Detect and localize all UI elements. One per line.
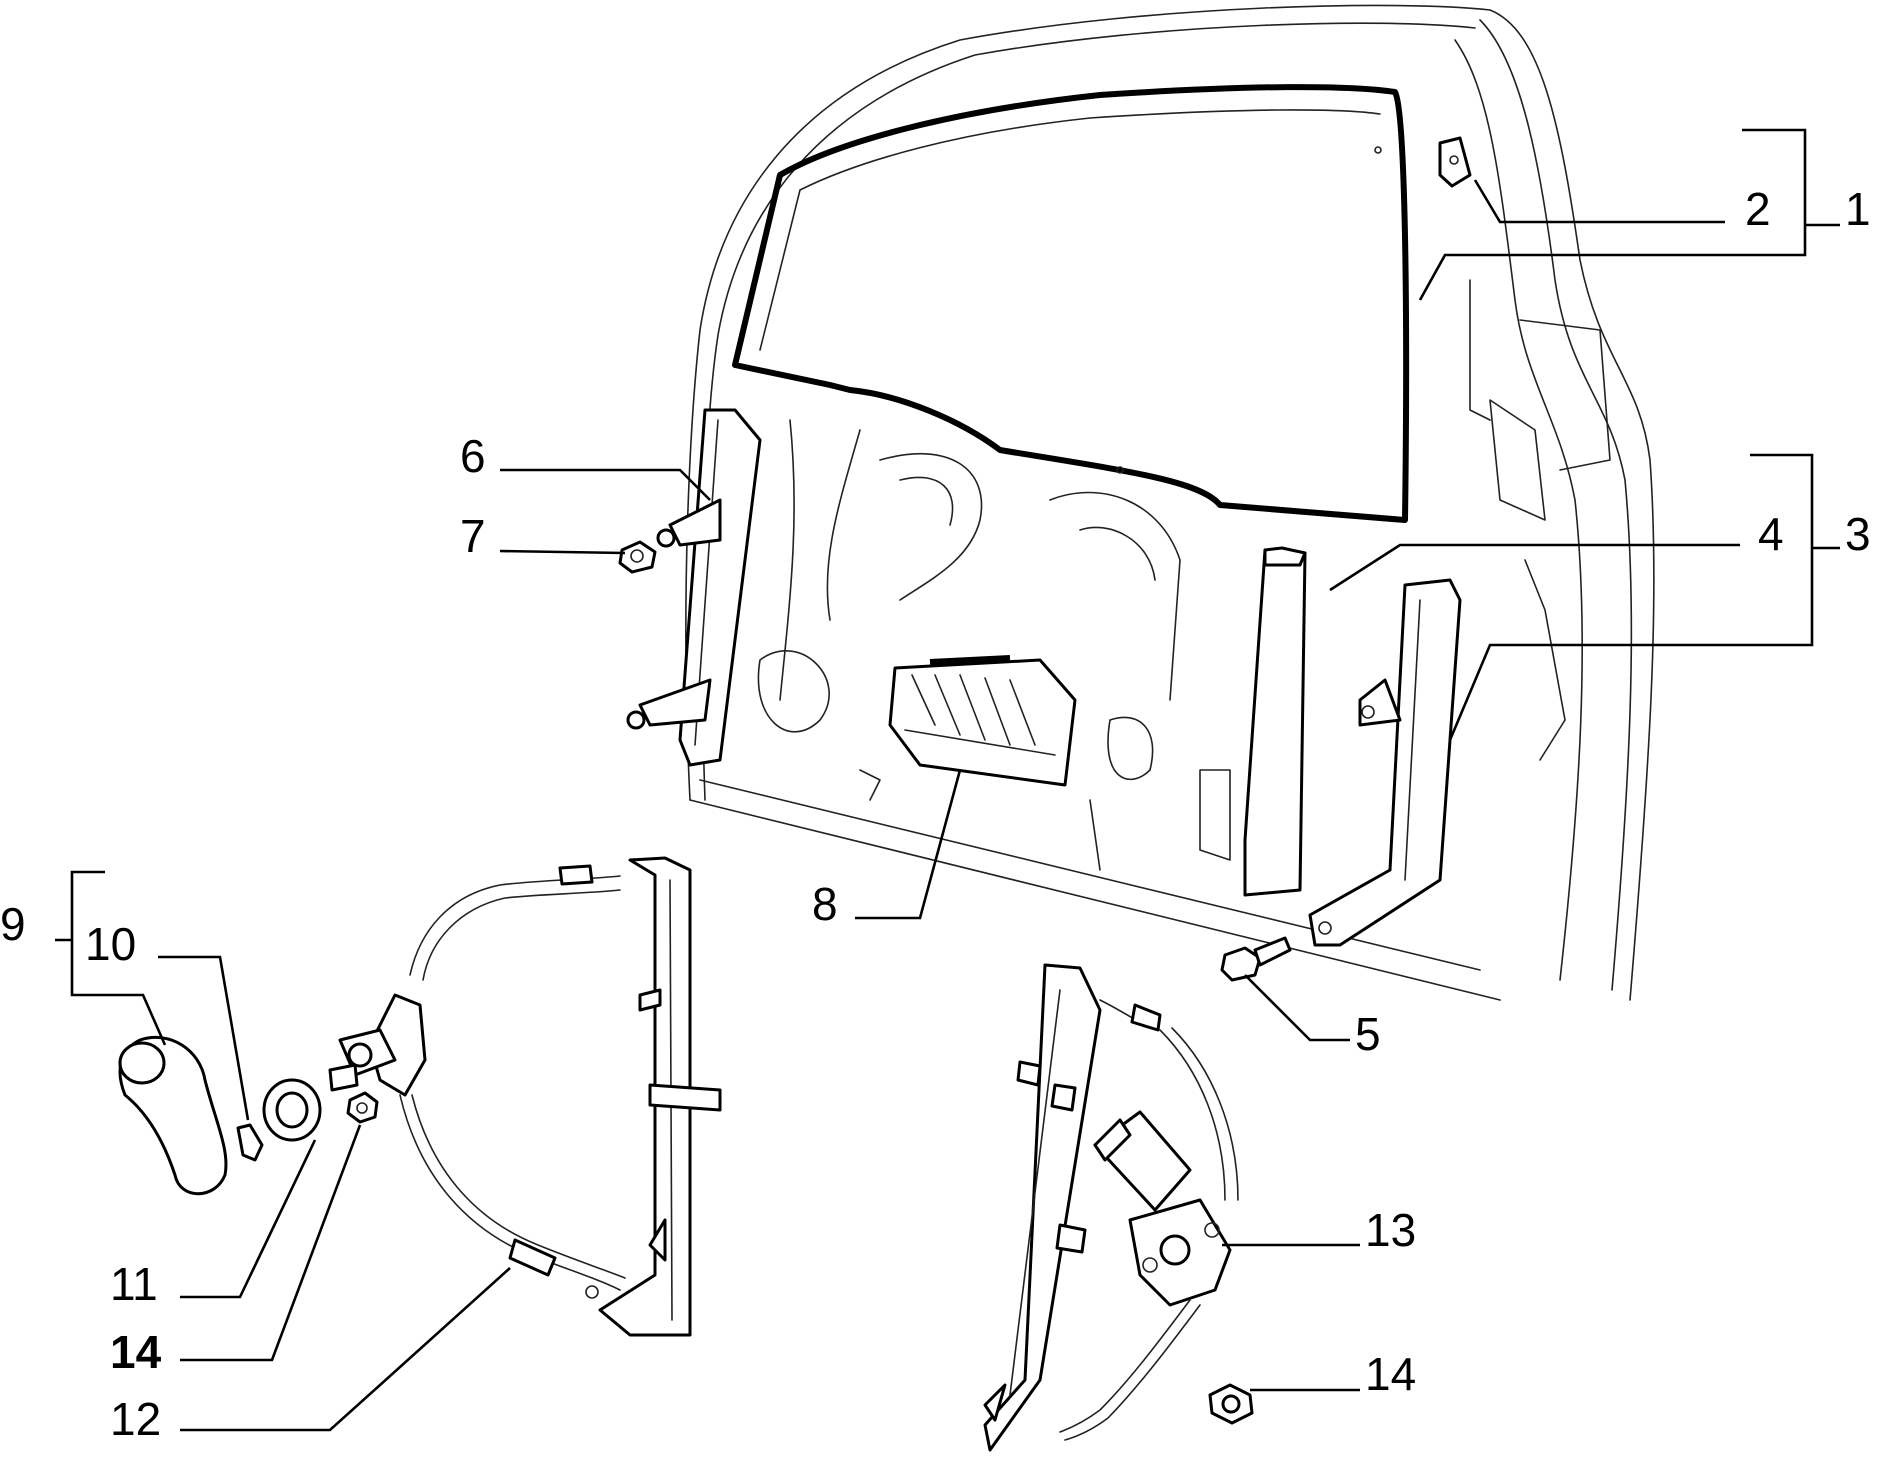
callout-2: 2: [1745, 183, 1771, 235]
callout-4: 4: [1758, 508, 1784, 560]
nut-14-left: [346, 1091, 379, 1124]
left-guide-rail: [626, 408, 762, 767]
callout-labels: 1 2 3 4 5 6 7 8 9 10 11 12 13 14 14: [0, 183, 1871, 1445]
glass-clip: [1438, 136, 1472, 188]
callout-8: 8: [812, 878, 838, 930]
electric-window-regulator: [983, 963, 1239, 1452]
window-crank-handle: [118, 1035, 228, 1196]
callout-7: 7: [460, 510, 486, 562]
escutcheon-ring: [262, 1078, 322, 1142]
callout-11: 11: [110, 1258, 158, 1310]
callout-3: 3: [1845, 508, 1871, 560]
manual-window-regulator: [328, 856, 722, 1337]
callout-6: 6: [460, 430, 486, 482]
retaining-clip: [236, 1123, 264, 1162]
callout-13: 13: [1365, 1204, 1416, 1256]
callout-14-left: 14: [110, 1326, 162, 1378]
leader-lines: [55, 128, 1840, 1432]
right-guide-4: [1243, 546, 1307, 897]
right-guide-rail-3: [1308, 578, 1462, 947]
window-glass: [732, 84, 1410, 523]
bolt: [1220, 936, 1292, 982]
door-inner-panel: [757, 419, 1231, 871]
nut-14-right: [1208, 1383, 1254, 1425]
callout-1: 1: [1845, 183, 1871, 235]
callout-14-right: 14: [1365, 1348, 1416, 1400]
callout-12: 12: [110, 1393, 161, 1445]
vent-grille: [888, 655, 1077, 787]
callout-9: 9: [0, 898, 26, 950]
callout-5: 5: [1355, 1008, 1381, 1060]
nut: [618, 540, 657, 574]
callout-10: 10: [85, 918, 136, 970]
